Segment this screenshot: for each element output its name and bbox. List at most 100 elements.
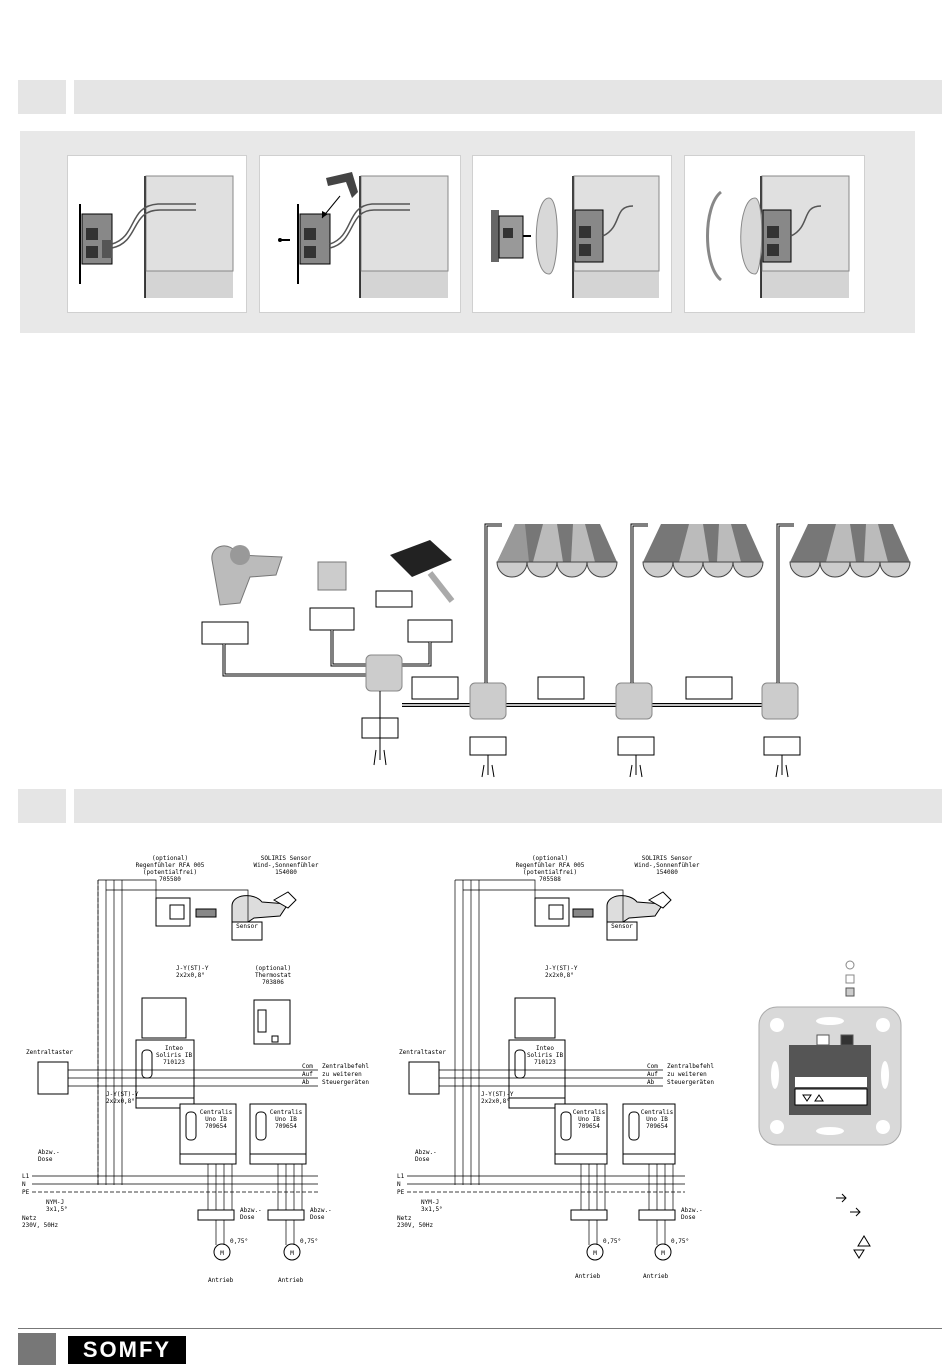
r-centralis-1-l2: Uno IB: [578, 1116, 600, 1123]
centralis-2-l2: Uno IB: [275, 1116, 297, 1123]
centralis-2-l1: Centralis: [270, 1109, 303, 1116]
r-rain-sensor-l2: Regenfühler RFA 005: [516, 862, 585, 869]
centralis-1-l1: Centralis: [200, 1109, 233, 1116]
r-mains-pe: PE: [397, 1189, 405, 1196]
wiring-diagram-left: (optional) Regenfühler RFA 005 (potentia…: [22, 855, 369, 1284]
rain-sensor-picture: [390, 540, 455, 603]
bus-label-box-3: [685, 676, 733, 700]
r-motor-2: [654, 1243, 672, 1261]
receiver-2-label-box: [617, 736, 655, 756]
r-central-cmd-l3: Steuergeräten: [667, 1079, 714, 1086]
r-rain-sensor-l3: (potentialfrei): [523, 869, 577, 876]
r-motor-2-label: M: [661, 1250, 665, 1257]
wiring-diagram-right: (optional) Regenfühler RFA 005 (potentia…: [397, 855, 714, 1280]
awning-2-picture: [642, 524, 764, 578]
thermostat-label-l1: (optional): [255, 965, 291, 972]
r-drive-1-label: Antrieb: [575, 1273, 601, 1280]
footer-page-box: [18, 1333, 56, 1365]
r-rain-sensor-box: [534, 897, 570, 927]
receiver-3-label-box: [763, 736, 801, 756]
r-soliris-l1: SOLIRIS Sensor: [642, 855, 693, 862]
somfy-logo-text: SOMFY: [82, 1337, 172, 1362]
rain-sensor-label-box: [407, 619, 453, 643]
soliris-label-l2: Wind-,Sonnenfühler: [253, 862, 318, 869]
r-central-cmd-l1: Zentralbefehl: [667, 1063, 714, 1070]
centralis-receiver-3: [761, 682, 799, 720]
r-cable-label-2: J-Y(ST)-Y: [481, 1091, 514, 1098]
r-inteo-l3: 710123: [534, 1059, 556, 1066]
cable-jy-spec-2: 2x2x0,8°: [106, 1098, 135, 1105]
r-centralis-2-l3: 709654: [646, 1123, 668, 1130]
motor-2-label: M: [290, 1250, 294, 1257]
wire-075-1: 0,75°: [230, 1238, 248, 1245]
r-netz-l2: 230V, 50Hz: [397, 1222, 434, 1229]
sensor-terminal-box: [231, 921, 263, 941]
install-step-1-illustration: [79, 175, 234, 298]
bus-label-box-2: [537, 676, 585, 700]
r-motor-1: [586, 1243, 604, 1261]
junction-1-l1: Abzw.-: [240, 1207, 262, 1214]
junction-box-l1: Abzw.-: [38, 1149, 60, 1156]
rain-sensor-label-l1: (optional): [152, 855, 188, 862]
somfy-logo: SOMFY: [68, 1336, 186, 1364]
r-bus-com: Com: [647, 1063, 658, 1070]
r-bus-ab: Ab: [647, 1079, 655, 1086]
bus-label-ab: Ab: [302, 1079, 310, 1086]
r-nym-l2: 3x1,5°: [421, 1206, 443, 1213]
install-step-2-illustration: [278, 172, 449, 298]
junction-2-l2: Dose: [310, 1214, 325, 1221]
section-2-number-box: [18, 789, 66, 823]
thermostat-label-l3: 703806: [262, 979, 284, 986]
netz-l1: Netz: [22, 1215, 37, 1222]
r-netz-l1: Netz: [397, 1215, 412, 1222]
r-cable-spec-2: 2x2x0,8°: [481, 1098, 510, 1105]
install-step-4-illustration: [706, 175, 850, 298]
inteo-terminals-top: [141, 997, 187, 1039]
r-central-switch-label: Zentraltaster: [399, 1049, 446, 1056]
wire-075-2: 0,75°: [300, 1238, 318, 1245]
receiver-1-label-box: [469, 736, 507, 756]
install-step-4: [684, 155, 865, 313]
arrow-right-icon-1: [836, 1193, 847, 1203]
motor-junction-1: [197, 1209, 235, 1221]
r-centralis-2-l1: Centralis: [641, 1109, 674, 1116]
netz-l2: 230V, 50Hz: [22, 1222, 59, 1229]
central-switch-box: [37, 1061, 69, 1095]
rain-sensor-label-l4: 705580: [159, 876, 181, 883]
r-junction-2-l1: Abzw.-: [681, 1207, 703, 1214]
soliris-sensor-shape: [231, 895, 289, 923]
sensor-label-box: [201, 621, 249, 645]
thermostat-label-l2: Thermostat: [255, 972, 292, 979]
arrow-right-icon-2: [850, 1207, 861, 1217]
junction-1-l2: Dose: [240, 1214, 255, 1221]
soliris-sensor-picture: [211, 545, 283, 606]
nym-l1: NYM-J: [46, 1199, 64, 1206]
drive-1-label: Antrieb: [208, 1277, 234, 1284]
cable-jy-label: J-Y(ST)-Y: [176, 965, 209, 972]
rain-sensor-label-l3: (potentialfrei): [143, 869, 197, 876]
mains-l1: L1: [22, 1173, 30, 1180]
legend-icon-1: [845, 960, 855, 970]
sensor-terminal-label: Sensor: [236, 923, 258, 930]
awning-3-picture: [789, 524, 911, 578]
r-drive-2-label: Antrieb: [643, 1273, 669, 1280]
bus-label-box-1: [411, 676, 459, 700]
bus-label-auf: Auf: [302, 1071, 313, 1078]
r-centralis-2-l2: Uno IB: [646, 1116, 668, 1123]
central-cmd-l2: zu weiteren: [322, 1071, 362, 1078]
direction-arrows-legend: [836, 1193, 871, 1259]
thermostat-label-box: [309, 607, 355, 631]
r-mains-n: N: [397, 1181, 401, 1188]
r-cable-spec: 2x2x0,8°: [545, 972, 574, 979]
triangle-up-icon: [857, 1235, 871, 1247]
footer-divider: [18, 1328, 942, 1329]
install-step-2: [259, 155, 461, 313]
r-wire-075-2: 0,75°: [671, 1238, 689, 1245]
r-inteo-l2: Soliris IB: [527, 1052, 564, 1059]
motor-junction-2: [267, 1209, 305, 1221]
inteo-label-l1: Inteo: [165, 1045, 183, 1052]
rain-sensor-box: [155, 897, 191, 927]
soliris-label-l3: 154080: [275, 869, 297, 876]
mains-n: N: [22, 1181, 26, 1188]
r-nym-l1: NYM-J: [421, 1199, 439, 1206]
